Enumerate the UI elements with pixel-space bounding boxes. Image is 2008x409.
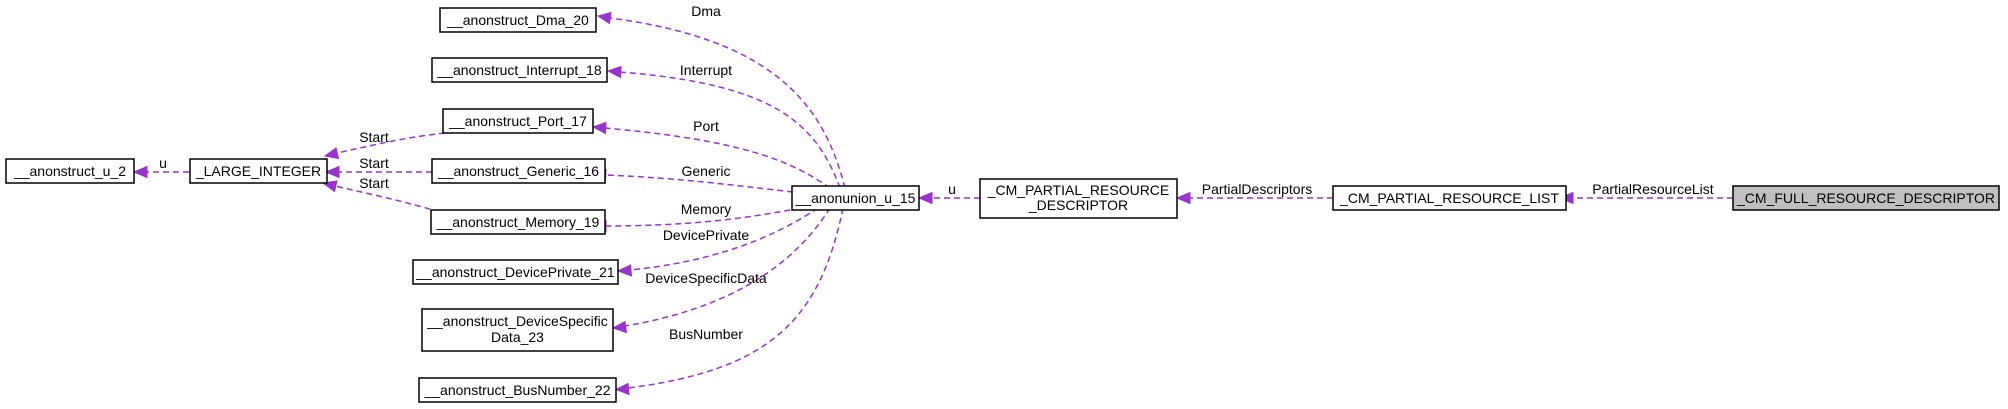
node-label-anonstruct-memory-19: __anonstruct_Memory_19 [436,214,600,230]
edge-label-start-port: Start [359,129,389,145]
edge-bus-number: BusNumber [614,207,844,396]
edge-port: Port [591,118,831,189]
edge-label-u-large: u [159,155,167,171]
edge-label-memory: Memory [681,201,732,217]
edge-generic: Generic [591,163,794,193]
edge-device-private: DevicePrivate [616,207,819,277]
edge-label-device-specific-data: DeviceSpecificData [645,270,767,286]
edge-u-large: u [132,155,189,179]
edge-start-generic: Start [324,155,432,179]
edge-partial-descriptors: PartialDescriptors [1175,181,1333,205]
edge-partial-resource-list: PartialResourceList [1558,181,1733,205]
edge-label-generic: Generic [681,163,730,179]
node-label-anonstruct-u-2: __anonstruct_u_2 [13,163,126,179]
node-label-cm-partial-resource-descriptor-line1: _CM_PARTIAL_RESOURCE [987,182,1170,198]
node-cm-partial-resource-descriptor[interactable]: _CM_PARTIAL_RESOURCE _DESCRIPTOR [979,178,1178,219]
node-anonunion-u-15[interactable]: __anonunion_u_15 [791,185,920,211]
node-label-large-integer: _LARGE_INTEGER [195,163,321,179]
node-label-cm-partial-resource-descriptor-line2: _DESCRIPTOR [1028,197,1128,213]
node-anonstruct-u-2[interactable]: __anonstruct_u_2 [5,158,135,184]
node-label-anonstruct-deviceprivate-21: __anonstruct_DevicePrivate_21 [415,264,615,280]
edge-label-device-private: DevicePrivate [663,227,750,243]
edge-label-u-union: u [948,181,956,197]
node-label-anonstruct-devicespecific-line2: Data_23 [491,329,544,345]
edge-label-dma: Dma [691,3,721,19]
edge-start-port: Start [323,129,446,160]
edge-label-start-memory: Start [359,175,389,191]
node-label-anonstruct-busnumber-22: __anonstruct_BusNumber_22 [423,382,610,398]
node-cm-partial-resource-list[interactable]: _CM_PARTIAL_RESOURCE_LIST [1332,185,1567,211]
node-label-cm-full-resource-descriptor: _CM_FULL_RESOURCE_DESCRIPTOR [1736,190,1995,206]
node-anonstruct-generic-16[interactable]: __anonstruct_Generic_16 [431,158,606,184]
edge-dma: Dma [596,3,846,189]
node-label-anonstruct-port-17: __anonstruct_Port_17 [448,113,587,129]
node-label-cm-partial-resource-list: _CM_PARTIAL_RESOURCE_LIST [1339,190,1559,206]
edge-u-union: u [917,181,980,205]
edge-label-interrupt: Interrupt [680,62,732,78]
edge-label-partial-resource-list: PartialResourceList [1592,181,1713,197]
node-anonstruct-port-17[interactable]: __anonstruct_Port_17 [442,108,594,134]
node-cm-full-resource-descriptor[interactable]: _CM_FULL_RESOURCE_DESCRIPTOR [1732,185,2000,211]
node-label-anonstruct-devicespecific-line1: __anonstruct_DeviceSpecific [426,313,608,329]
node-anonstruct-devicespecific-data-23[interactable]: __anonstruct_DeviceSpecific Data_23 [421,308,614,352]
node-label-anonstruct-generic-16: __anonstruct_Generic_16 [437,163,599,179]
edge-label-port: Port [693,118,719,134]
edge-start-memory: Start [321,175,441,213]
node-anonstruct-busnumber-22[interactable]: __anonstruct_BusNumber_22 [418,377,617,403]
node-anonstruct-deviceprivate-21[interactable]: __anonstruct_DevicePrivate_21 [412,259,619,285]
edge-label-partial-descriptors: PartialDescriptors [1202,181,1312,197]
edge-device-specific-data: DeviceSpecificData [611,207,831,334]
edge-interrupt: Interrupt [606,62,841,189]
edge-label-bus-number: BusNumber [669,326,743,342]
node-large-integer[interactable]: _LARGE_INTEGER [189,158,328,184]
node-label-anonstruct-dma-20: __anonstruct_Dma_20 [446,12,589,28]
node-anonstruct-memory-19[interactable]: __anonstruct_Memory_19 [430,209,606,235]
node-label-anonstruct-interrupt-18: __anonstruct_Interrupt_18 [436,62,601,78]
node-anonstruct-dma-20[interactable]: __anonstruct_Dma_20 [439,7,597,33]
node-anonstruct-interrupt-18[interactable]: __anonstruct_Interrupt_18 [431,57,608,83]
edge-label-start-generic: Start [359,155,389,171]
node-label-anonunion-u-15: __anonunion_u_15 [795,190,916,206]
